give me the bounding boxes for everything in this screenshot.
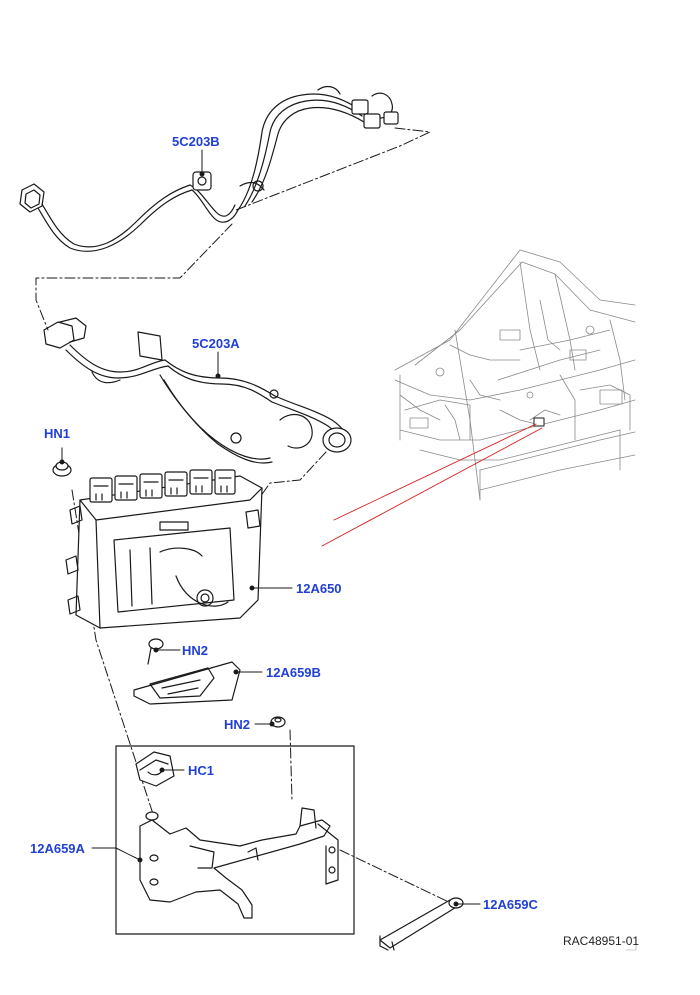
detail-box-12a659a bbox=[115, 745, 355, 935]
rod-12a659c bbox=[379, 897, 464, 951]
label-12a659a: 12A659A bbox=[30, 841, 85, 856]
bracket-12a659a bbox=[139, 807, 339, 919]
label-12a659b: 12A659B bbox=[266, 665, 321, 680]
leader-lines bbox=[59, 149, 481, 907]
ecm-location-marker bbox=[533, 417, 545, 427]
label-hn1: HN1 bbox=[44, 426, 71, 441]
fastener-hn2-upper bbox=[147, 638, 164, 665]
fastener-hn2-lower bbox=[270, 716, 286, 728]
bracket-12a659b bbox=[133, 661, 241, 705]
label-hn2-upper: HN2 bbox=[182, 643, 209, 658]
harness-5c203b bbox=[19, 85, 399, 252]
connector-hc1 bbox=[135, 751, 175, 787]
label-5c203a: 5C203A bbox=[192, 336, 240, 351]
label-5c203b: 5C203B bbox=[172, 134, 220, 149]
harness-5c203a bbox=[43, 317, 352, 464]
label-hn2-lower: HN2 bbox=[224, 717, 251, 732]
label-12a650: 12A650 bbox=[296, 581, 342, 596]
label-12a659c: 12A659C bbox=[483, 897, 538, 912]
ecm-connector-sockets bbox=[89, 469, 236, 503]
vehicle-inset bbox=[394, 249, 636, 501]
ecm-12a650 bbox=[65, 469, 263, 629]
locator-lines bbox=[321, 423, 543, 547]
label-hc1: HC1 bbox=[188, 763, 215, 778]
reference-code: RAC48951-01 bbox=[563, 934, 640, 948]
